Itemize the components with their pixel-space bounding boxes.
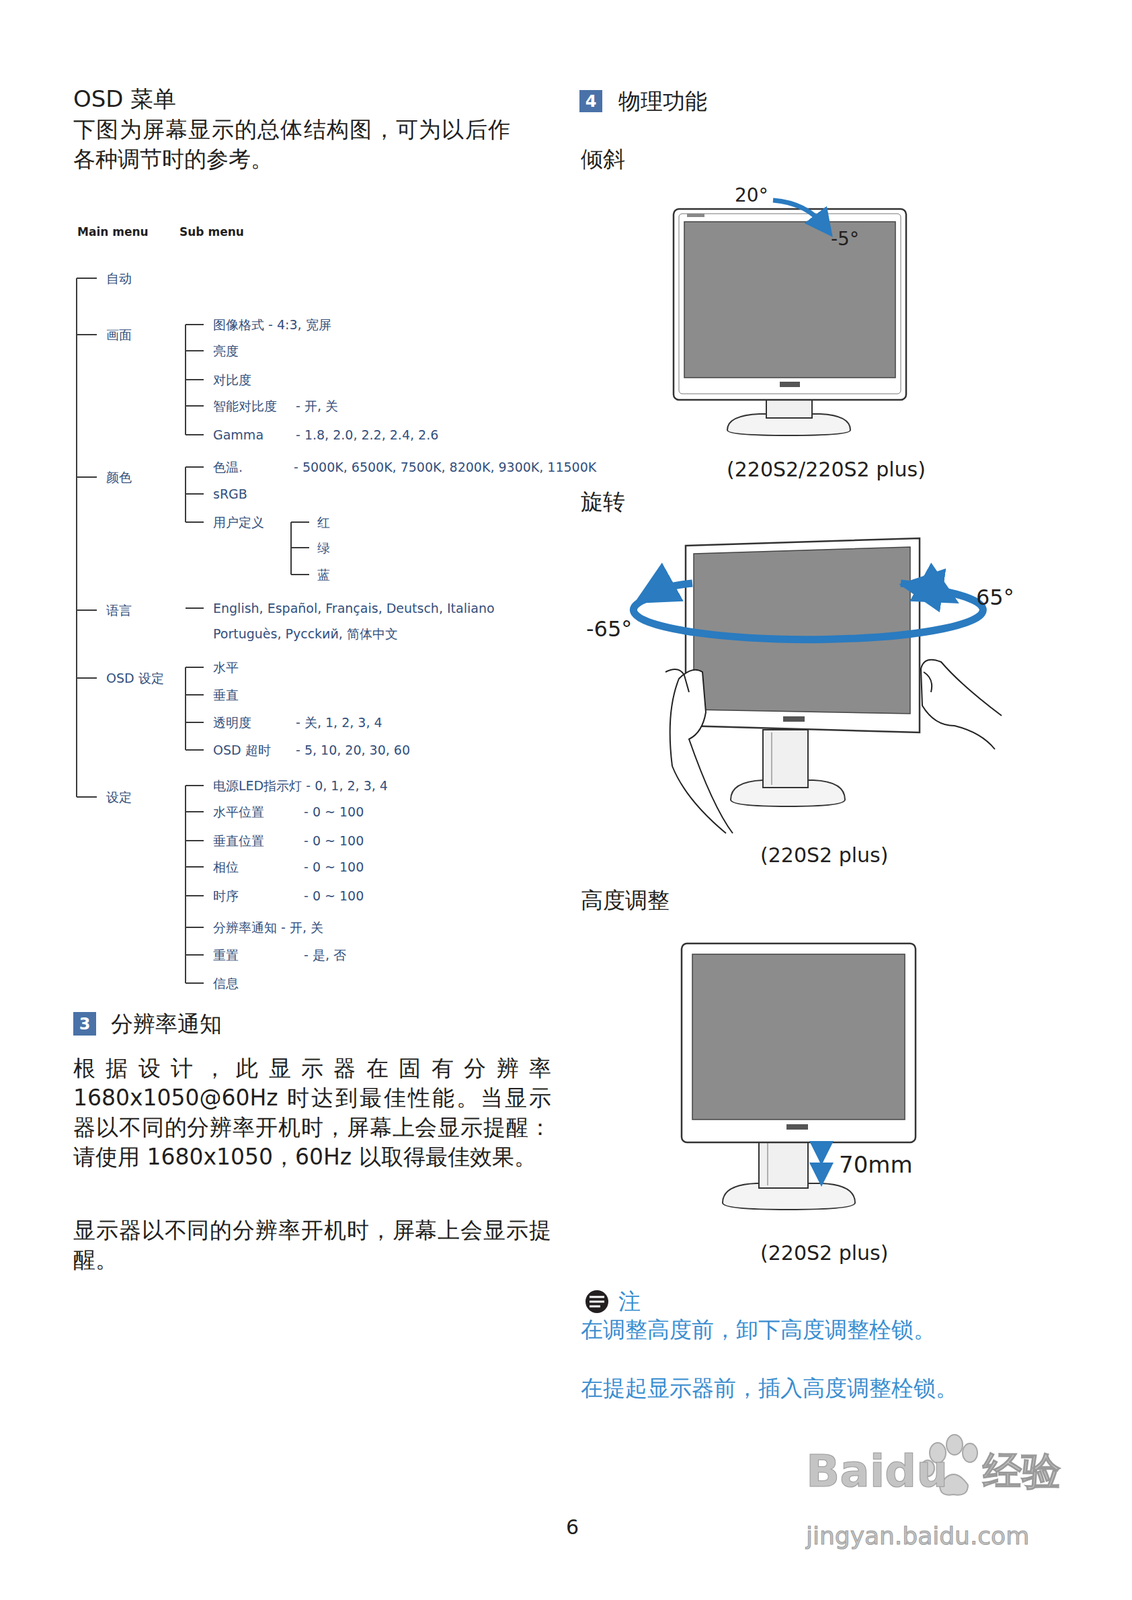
note-text: 在调整高度前，卸下高度调整栓锁。 [580,1316,936,1346]
sub-menu-item: 用户定义 [213,514,265,532]
subheading: 倾斜 [580,145,626,175]
sub-menu-item: 信息 [213,975,239,993]
tilt-monitor [673,200,907,436]
watermark: 经验 [982,1446,1061,1498]
option-values: - 5000K, 6500K, 7500K, 8200K, 9300K, 115… [293,459,597,476]
model-caption: (220S2 plus) [760,842,888,869]
angle-label: -5° [830,227,860,252]
sub-menu-item: 分辨率通知 - 开, 关 [213,919,324,937]
swivel-monitor [633,538,1002,834]
option-values: - 0 ~ 100 [303,859,364,876]
main-menu-item: 设定 [106,789,132,806]
sub-sub-item: 红 [317,514,331,532]
watermark: jingyan.baidu.com [805,1521,1030,1553]
section-number-box: 4物理功能 [579,90,603,113]
sub-menu-item: 水平 [213,659,239,677]
main-menu-item: 颜色 [106,469,132,487]
option-values: - 0 ~ 100 [303,887,364,905]
dimension-label: 70mm [838,1150,913,1180]
sub-sub-item: 蓝 [317,566,331,584]
sub-menu-item: 垂直 [213,686,239,704]
section-heading: 物理功能 [618,86,708,117]
sub-menu-item: sRGB [213,486,248,503]
sub-menu-item: 图像格式 - 4:3, 宽屏 [213,316,332,334]
angle-label: -65° [586,615,632,644]
main-menu-item: 自动 [106,270,132,288]
sub-menu-item: 电源LED指示灯 - 0, 1, 2, 3, 4 [213,777,388,795]
body-text: 根据设计，此显示器在固有分辨率 1680x1050@60Hz 时达到最佳性能。当… [73,1054,552,1173]
option-values: - 是, 否 [303,947,347,964]
option-values: - 开, 关 [295,397,339,415]
subheading: 高度调整 [580,886,670,916]
sub-menu-item: 智能对比度 [213,397,277,415]
body-text: 显示器以不同的分辨率开机时，屏幕上会显示提醒。 [73,1216,552,1276]
language-list: English, Español, Français, Deutsch, Ita… [213,600,495,618]
sub-menu-item: 时序 [213,887,239,905]
watermark: Bai [805,1443,885,1502]
sub-menu-item: 透明度 [213,714,252,732]
column-header: Sub menu [179,224,245,240]
sub-sub-item: 绿 [317,539,331,557]
main-menu-item: 画面 [106,326,132,344]
option-values: - 1.8, 2.0, 2.2, 2.4, 2.6 [295,426,439,444]
section-number: 4 [579,90,603,113]
option-values: - 0 ~ 100 [303,832,364,850]
subheading: 旋转 [580,488,626,517]
option-values: - 关, 1, 2, 3, 4 [295,714,383,732]
section-heading: OSD 菜单 [73,84,177,114]
angle-label: 65° [976,584,1015,613]
height-monitor [681,943,916,1210]
option-values: - 0 ~ 100 [303,803,364,821]
note-heading: 注 [618,1287,641,1317]
page-number: 6 [566,1514,579,1541]
sub-menu-item: 亮度 [213,342,239,360]
watermark: du [884,1443,948,1502]
sub-menu-item: 对比度 [213,371,252,389]
sub-menu-item: Gamma [213,426,264,444]
column-header: Main menu [77,224,149,240]
model-caption: (220S2/220S2 plus) [726,456,926,483]
section-heading: 分辨率通知 [110,1008,222,1040]
sub-menu-item: 垂直位置 [213,832,265,850]
sub-menu-item: 相位 [213,859,239,876]
section-number: 3 [73,1012,97,1036]
model-caption: (220S2 plus) [760,1240,888,1267]
language-list: Portuguès, Pycckий, 简体中文 [213,625,398,643]
note-icon [585,1290,609,1314]
angle-label: 20° [734,183,769,208]
sub-menu-item: 重置 [213,947,239,964]
sub-menu-item: OSD 超时 [213,742,271,759]
sub-menu-item: 水平位置 [213,803,265,821]
main-menu-item: OSD 设定 [106,670,165,687]
main-menu-item: 语言 [106,602,132,620]
body-text: 下图为屏幕显示的总体结构图，可为以后作各种调节时的参考。 [73,114,511,175]
option-values: - 5, 10, 20, 30, 60 [295,742,411,759]
sub-menu-item: 色温. [213,459,243,476]
section-number-box: 3分辨率通知 [73,1012,97,1036]
note-text: 在提起显示器前，插入高度调整栓锁。 [580,1374,958,1404]
